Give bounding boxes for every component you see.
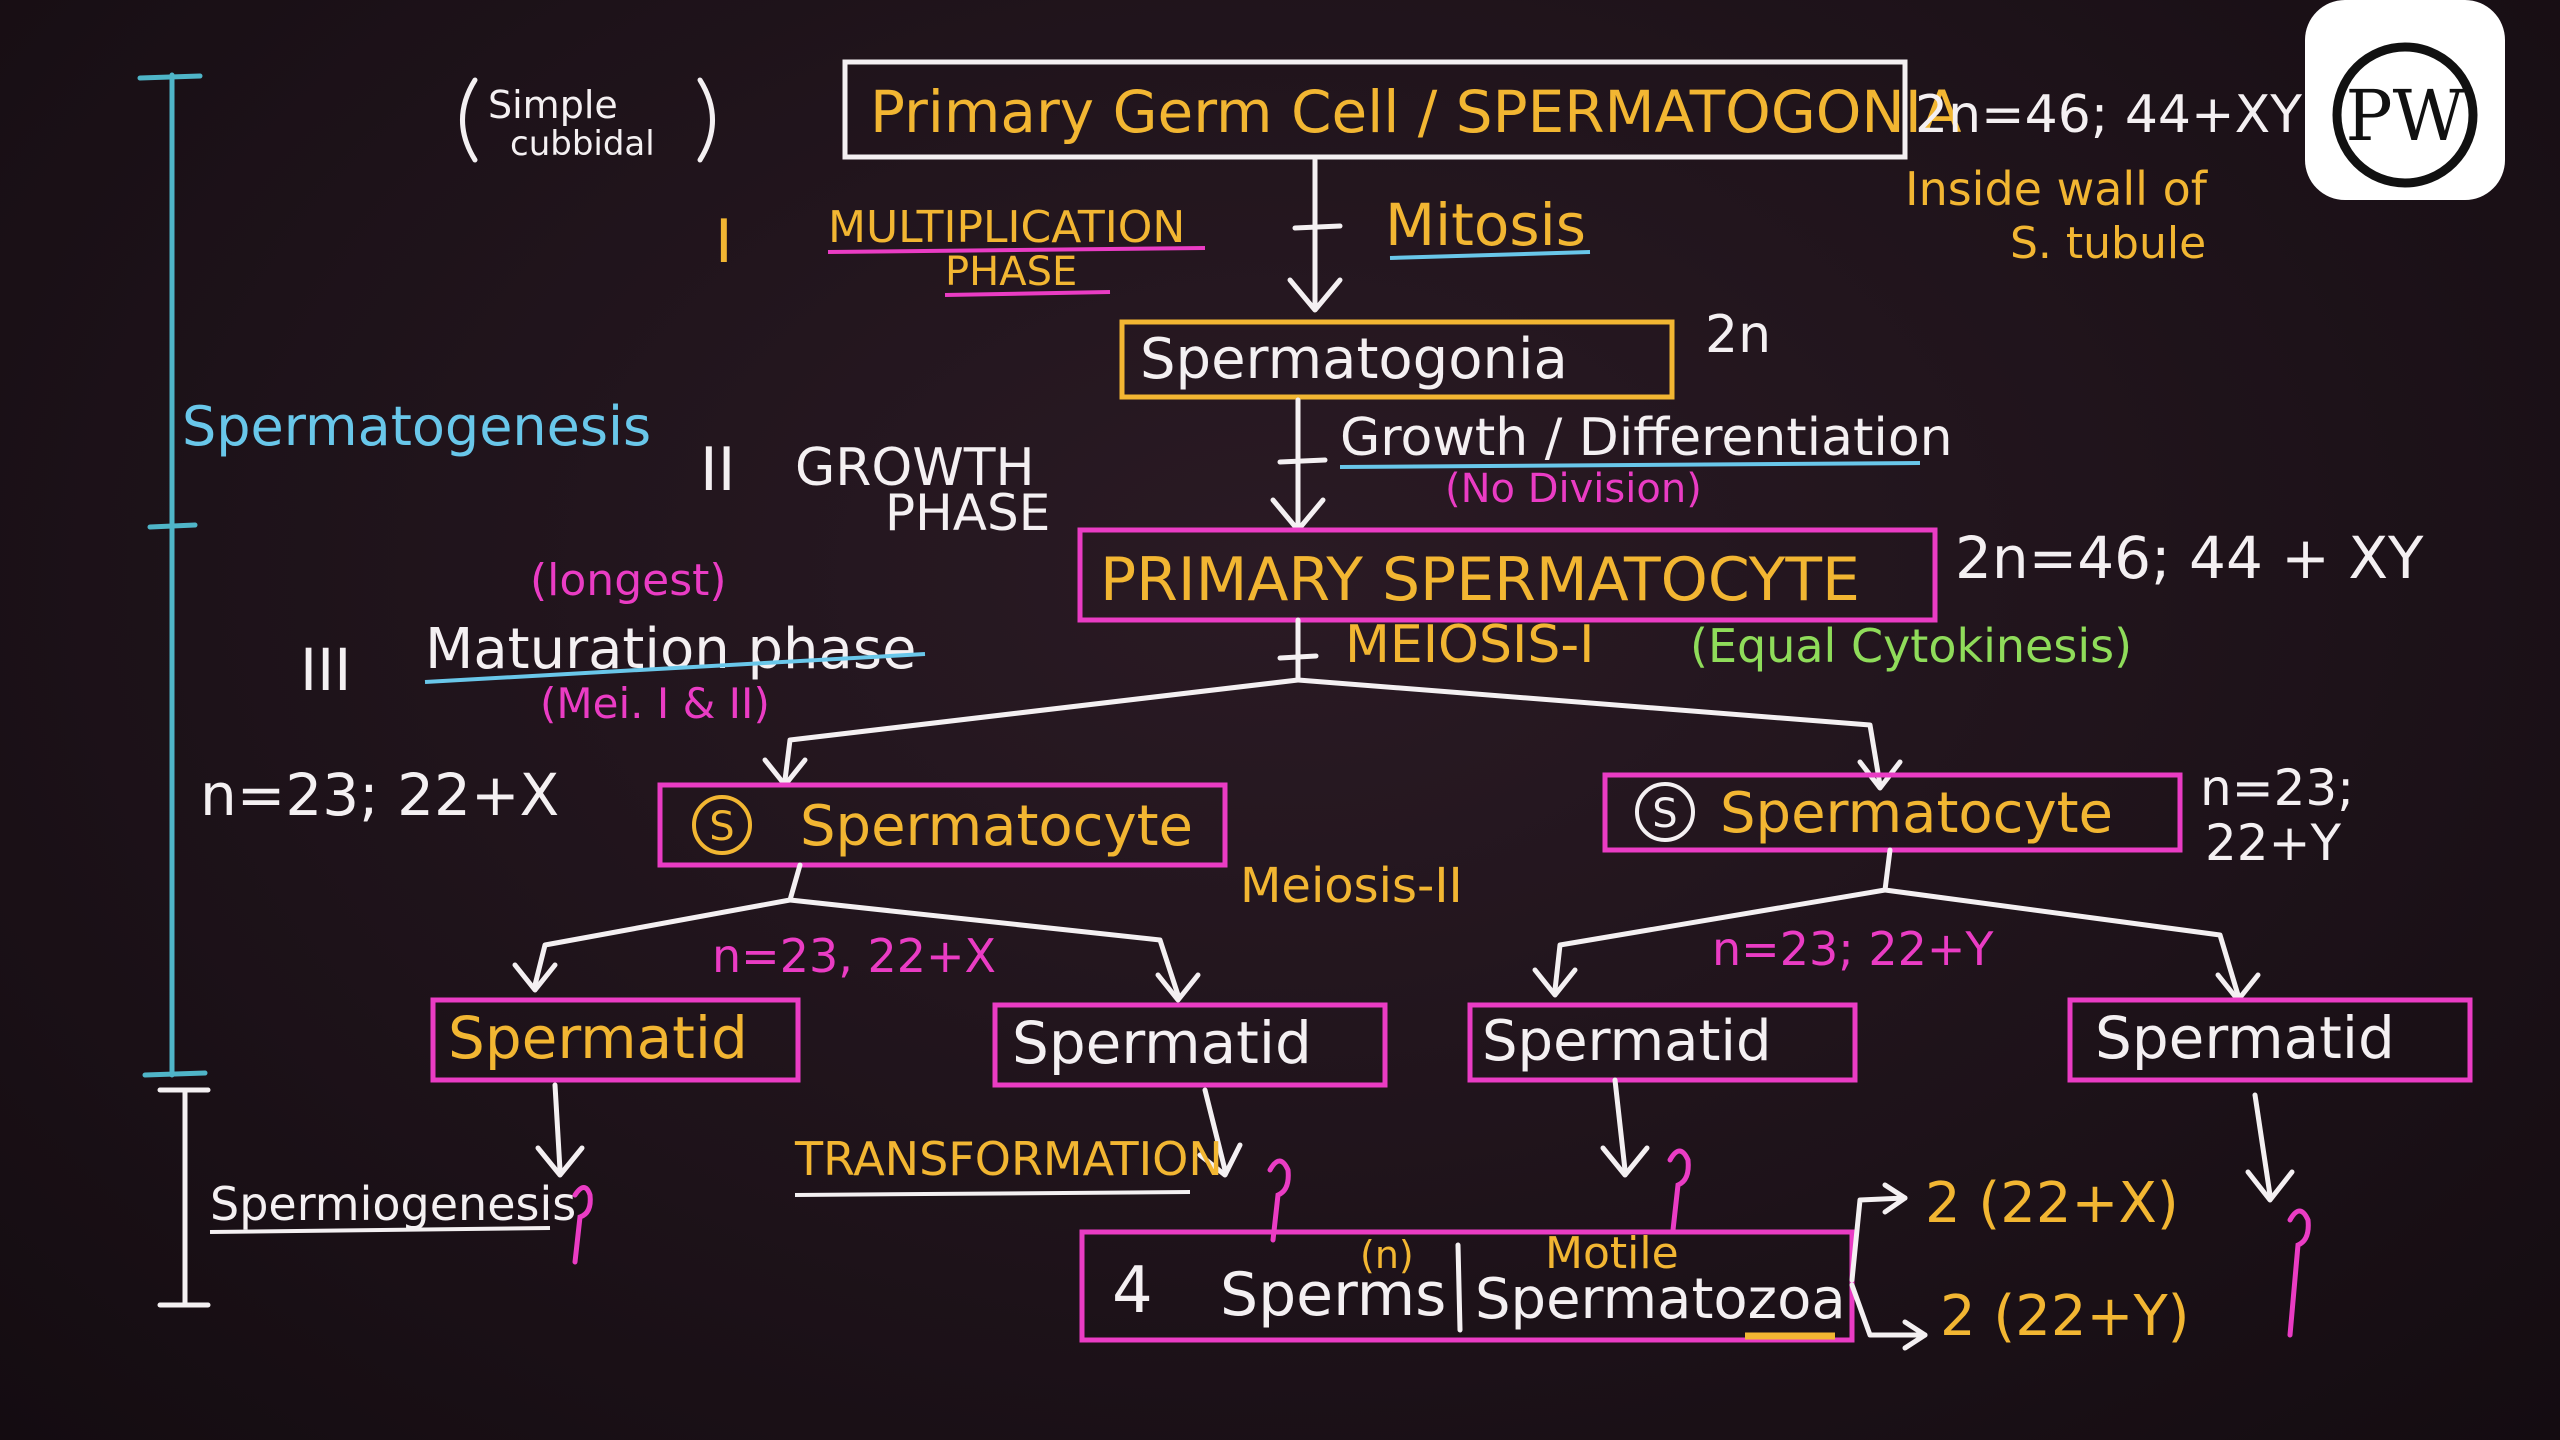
motile-label: Motile [1545,1228,1679,1279]
meiosis-2-left-split: n=23, 22+X [512,862,1201,1003]
mitosis-arrow: Mitosis [1287,157,1591,313]
spermatid-3: Spermatid [1467,1002,1858,1083]
growth-label: Growth / Differentiation [1340,408,1953,468]
sperm-icon-2 [1267,1158,1291,1243]
phase-2-label: GROWTH [795,438,1035,498]
spermatid-1-label: Spermatid [448,1004,748,1072]
phase-1: I MULTIPLICATION PHASE [715,202,1206,297]
bracket-bottom [142,1070,208,1078]
sec-right-ploidy-2: 22+Y [2205,814,2342,872]
phase-3-label: Maturation phase [425,617,916,682]
mitosis-label: Mitosis [1385,191,1586,259]
secondary-spermatocyte-left: n=23; 22+X S Spermatocyte [200,761,1228,868]
logo-ring [2332,42,2478,188]
meiosis-1-label: MEIOSIS-I [1345,615,1594,675]
spermatid-4-label: Spermatid [2095,1004,2395,1072]
spermatogenesis-label: Spermatogenesis [182,395,651,458]
sperms-label: Sperms [1220,1260,1446,1330]
sperms-node: 4 Sperms (n) Motile Spermatozoa [1079,1228,1855,1343]
spermatid-arrows [535,1077,2295,1203]
sec-right-symbol: S [1652,791,1677,837]
spermatid-4: Spermatid [2067,997,2473,1083]
phase-3-note-top: (longest) [530,555,727,606]
phase-2-number: II [700,435,735,505]
simple-cuboidal-note: Simple cubbidal [460,77,715,164]
primary-ploidy: 2n=46; 44 + XY [1955,524,2424,592]
growth-arrow: Growth / Differentiation (No Division) [1270,397,1953,533]
spermatid-1: Spermatid [430,997,801,1083]
sec-left-symbol: S [709,804,734,850]
sec-left-ploidy: n=23; 22+X [200,761,559,829]
bracket-top [137,73,203,81]
transformation-underline [794,1190,1191,1197]
sperm-icon [572,1185,593,1265]
phase-1-label: MULTIPLICATION [828,202,1185,253]
sperms-count: 4 [1112,1254,1153,1328]
primary-spermatocyte-node: PRIMARY SPERMATOCYTE 2n=46; 44 + XY [1077,524,2424,623]
spermiogenesis-label: Spermiogenesis [210,1177,576,1231]
phase-2-label-2: PHASE [885,484,1050,542]
phase-3-number: III [300,636,351,704]
right-pair-ploidy: n=23; 22+Y [1712,922,1994,976]
meiosis-2-right-split: n=23; 22+Y [1532,847,2261,1003]
sec-left-label: Spermatocyte [800,794,1193,859]
phase-3-note-bottom: (Mei. I & II) [540,679,770,728]
meiosis-1-split: MEIOSIS-I (Equal Cytokinesis) [762,615,2132,791]
primary-germ-cell-node: Primary Germ Cell / SPERMATOGONIA 2n=46;… [842,59,2302,269]
spermatogonia-label: Spermatogonia [1140,327,1568,392]
sperm-icon-4 [2287,1208,2311,1338]
no-division-label: (No Division) [1445,466,1702,512]
germ-note-1: Inside wall of [1905,162,2209,216]
phase-2: II GROWTH PHASE [700,435,1050,542]
phase-1-label-2: PHASE [945,249,1077,295]
germ-note-2: S. tubule [2010,218,2206,269]
sec-right-ploidy-1: n=23; [2200,759,2354,817]
sperms-n: (n) [1360,1233,1414,1277]
output-x: 2 (22+X) [1925,1171,2179,1236]
output-y: 2 (22+Y) [1940,1284,2190,1349]
spermatozoa-label: Spermatozoa [1475,1267,1846,1332]
bracket-mid [147,522,198,530]
logo-badge [2305,0,2505,200]
germ-ploidy: 2n=46; 44+XY [1915,85,2302,145]
simple-text: Simple [488,83,618,127]
spermatid-2: Spermatid [992,1002,1388,1088]
sperm-icon-3 [1667,1148,1691,1233]
primary-spermatocyte-label: PRIMARY SPERMATOCYTE [1100,545,1860,615]
spermiogenesis-underline [209,1226,551,1234]
spermatid-3-label: Spermatid [1482,1009,1772,1074]
left-pair-ploidy: n=23, 22+X [712,929,996,983]
pw-logo: PW [2305,0,2505,200]
spermatogonia-node: Spermatogonia 2n [1119,305,1771,400]
phase-1-number: I [715,207,733,277]
logo-text: PW [2345,75,2464,157]
spermiogenesis-bracket: Spermiogenesis [157,1087,593,1308]
meiosis-2-label: Meiosis-II [1240,858,1463,914]
equal-cytokinesis-label: (Equal Cytokinesis) [1690,619,2132,673]
spermatogonia-ploidy: 2n [1705,305,1771,365]
phase-3: III Maturation phase (longest) (Mei. I &… [300,555,926,728]
primary-germ-cell-label: Primary Germ Cell / SPERMATOGONIA [870,78,1962,146]
sec-right-label: Spermatocyte [1720,781,2113,846]
spermatogenesis-bracket: Spermatogenesis [137,72,651,1078]
secondary-spermatocyte-right: S Spermatocyte n=23; 22+Y [1602,759,2354,872]
outputs: 2 (22+X) 2 (22+Y) [1849,1171,2190,1351]
transformation-label: TRANSFORMATION [794,1132,1223,1186]
spermatid-2-label: Spermatid [1012,1009,1312,1077]
cuboidal-text: cubbidal [510,124,655,164]
